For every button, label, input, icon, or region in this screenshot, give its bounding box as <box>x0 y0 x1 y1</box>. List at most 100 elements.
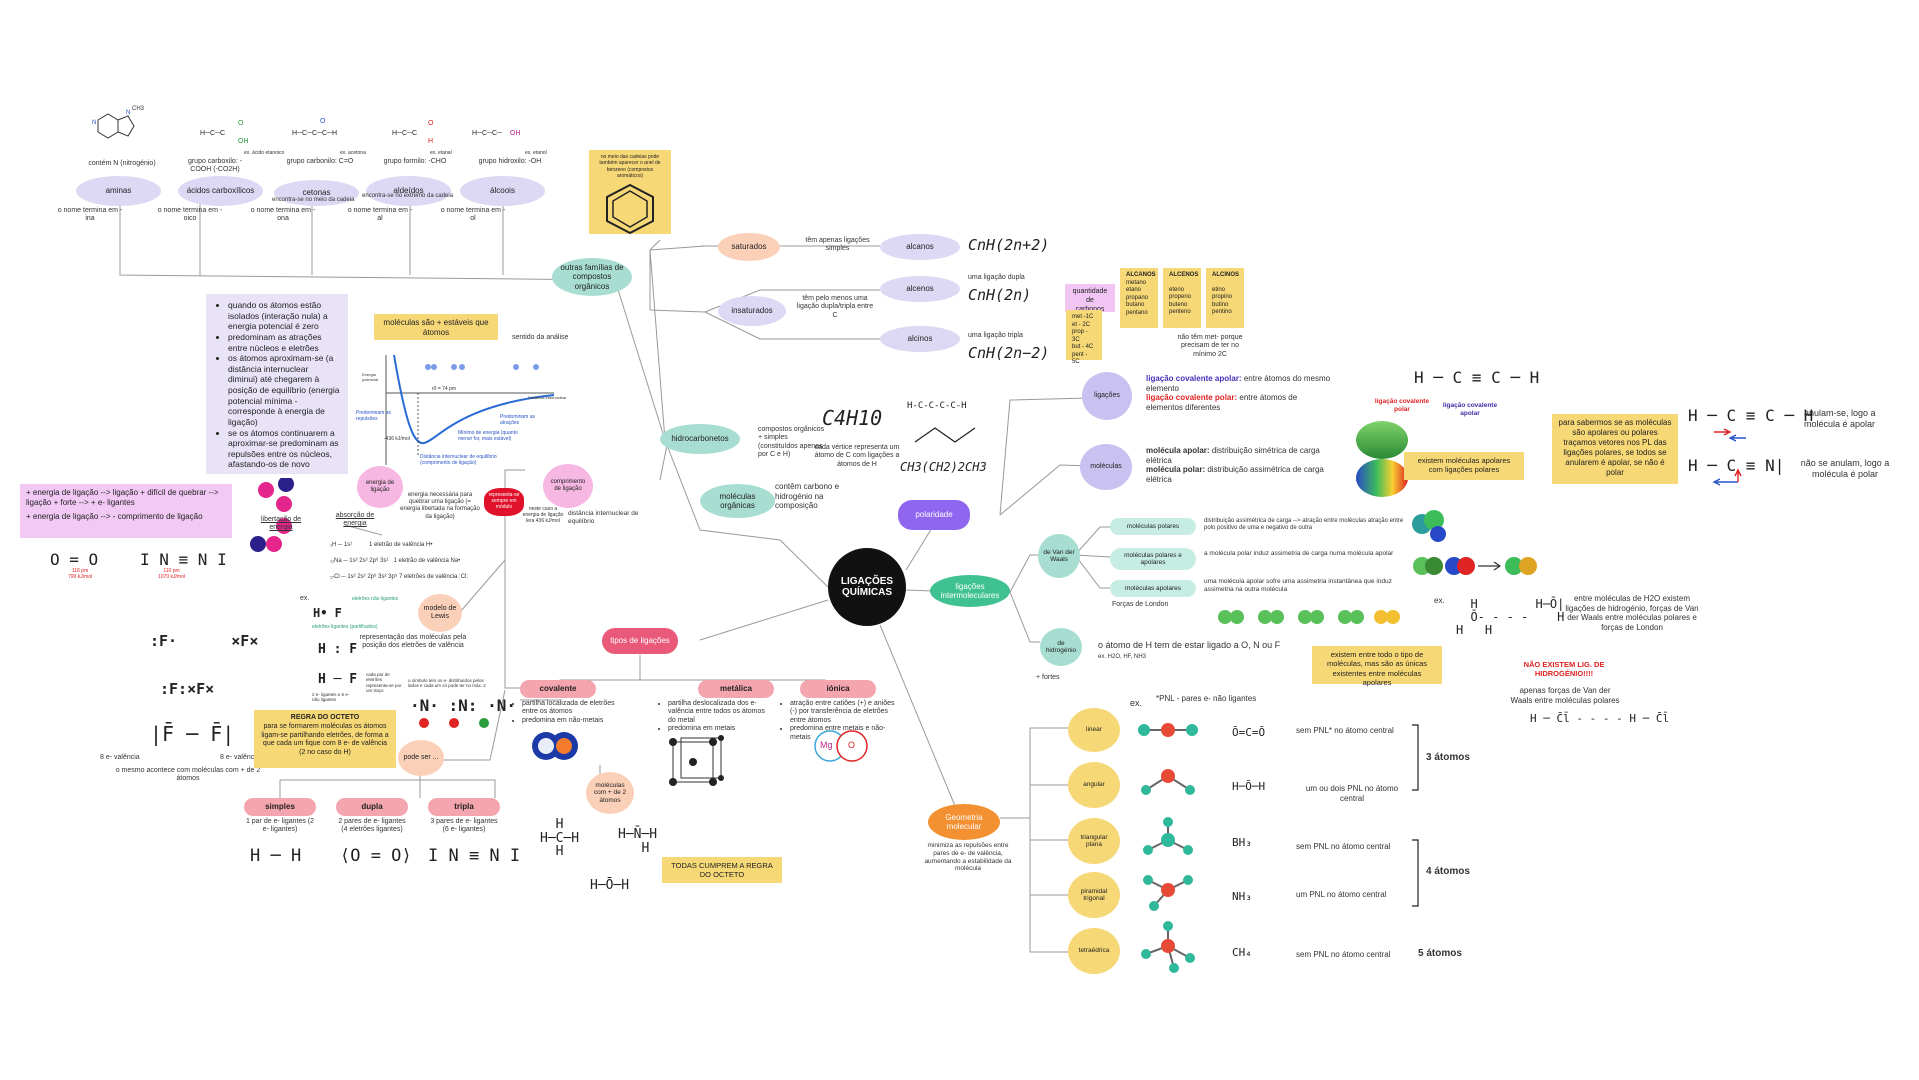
modulo-badge: representa-se sempre em módulo <box>484 488 524 516</box>
svg-text:H─C─C─C─H: H─C─C─C─H <box>292 130 337 137</box>
shape-linear[interactable]: linear <box>1068 708 1120 752</box>
metalica-list: partilha deslocalizada dos e- valência e… <box>658 700 768 734</box>
atom-diagram <box>250 478 294 552</box>
octet-desc: para se formarem moléculas os átomos lig… <box>261 722 389 756</box>
vertex-note: cada vértice representa um átomo de C co… <box>814 444 900 468</box>
aldeidos-ending: o nome termina em -al <box>347 207 413 223</box>
polaridade-node[interactable]: polaridade <box>898 500 970 530</box>
families-hub[interactable]: outras famílias de compostos orgânicos <box>552 258 632 296</box>
alcinos-column: ALCINOS etino propino butino pentino <box>1206 268 1244 328</box>
stable-note: moléculas são + estáveis que átomos <box>374 314 498 340</box>
simples-label: simples <box>265 802 295 812</box>
ionica-node[interactable]: iónica <box>800 680 876 698</box>
family-alcoois[interactable]: álcoois <box>460 176 545 206</box>
lewis-ex: ex. <box>300 595 310 602</box>
acidos-group: grupo carboxilo: -COOH (-CO2H) <box>187 158 243 174</box>
tripla-node[interactable]: tripla <box>428 798 500 816</box>
hid-desc: o átomo de H tem de estar ligado a O, N … <box>1098 640 1281 650</box>
alcenos-column: ALCENOS eteno propeno buteno penteno <box>1163 268 1201 328</box>
shape-formula-tetraedrica: CH₄ <box>1232 946 1252 959</box>
moleculas-2-atomos-node[interactable]: moléculas com + de 2 átomos <box>586 772 634 814</box>
geometria-ex: ex. <box>1130 698 1143 708</box>
pnl-note: *PNL - pares e- não ligantes <box>1156 694 1257 703</box>
nh3-structure: H─N̄─H H <box>618 827 658 856</box>
sentido-analise: sentido da análise <box>512 334 569 341</box>
lewis-model-node[interactable]: modelo de Lewis <box>418 594 462 632</box>
organic-desc: contêm carbono e hidrogénio na composiçã… <box>775 482 840 511</box>
hidrogenio-node[interactable]: de hidrogénio <box>1040 628 1082 666</box>
simples-node[interactable]: simples <box>244 798 316 816</box>
three-atoms: 3 átomos <box>1426 752 1470 763</box>
ligacoes-node[interactable]: ligações <box>1082 372 1132 420</box>
hf-lewis: H• F <box>313 606 342 620</box>
dupla-node[interactable]: dupla <box>336 798 408 816</box>
pode-ser-node[interactable]: pode ser ... <box>398 740 444 776</box>
energia-ligacao-node[interactable]: energia de ligação <box>357 466 403 508</box>
libertacao-label: libertação de energia <box>260 516 302 532</box>
hydrocarbons-node[interactable]: hidrocarbonetos <box>660 424 740 454</box>
graph-min: Mínimo de energia (quanto menor for, mai… <box>458 430 518 442</box>
moleculas-node[interactable]: moléculas <box>1080 444 1132 490</box>
hcch-structure: H ─ C ≡ C ─ H <box>1414 368 1540 387</box>
ma-node[interactable]: moléculas apolares <box>1110 580 1196 597</box>
family-acidos[interactable]: ácidos carboxílicos <box>178 176 263 206</box>
metalica-label: metálica <box>719 684 753 694</box>
benzene-note: no meio das cadeias pode também aparecer… <box>589 150 671 235</box>
insaturados-desc: têm pelo menos uma ligação dupla/tripla … <box>796 295 874 319</box>
organic-molecules-node[interactable]: moléculas orgânicas <box>700 484 775 518</box>
tipos-ligacoes-node[interactable]: tipos de ligações <box>602 628 678 654</box>
mpa-node[interactable]: moléculas polares e apolares <box>1110 548 1196 570</box>
ionica-item: atração entre catiões (+) e aniões (-) p… <box>790 700 900 725</box>
family-label: cetonas <box>302 188 331 198</box>
octet-title: REGRA DO OCTETO <box>290 714 360 721</box>
svg-text:O: O <box>238 120 244 127</box>
ionica-item: predomina entre metais e não-metais <box>790 725 900 742</box>
shape-triangular[interactable]: triangular plana <box>1068 818 1120 864</box>
ma-desc: uma molécula apolar sofre uma assimetria… <box>1204 578 1392 593</box>
dupla-label: dupla <box>361 802 383 812</box>
column-item: pentino <box>1212 309 1232 315</box>
intermolecular-node[interactable]: ligações intermoleculares <box>930 575 1010 607</box>
comprimento-ligacao-node[interactable]: comprimento de ligação <box>543 464 593 508</box>
alcenos-node[interactable]: alcenos <box>880 276 960 302</box>
c4h10-formula: C4H10 <box>822 406 883 430</box>
covalente-node[interactable]: covalente <box>520 680 596 698</box>
van-der-waals-node[interactable]: de Van der Waals <box>1038 534 1080 578</box>
svg-text:CH3: CH3 <box>132 106 145 112</box>
hid-ex: ex. H2O, HF, NH3 <box>1098 654 1147 660</box>
metalica-node[interactable]: metálica <box>698 680 774 698</box>
column-item: propeno <box>1169 294 1192 300</box>
covalente-list: partilha localizada de eletrões entre os… <box>512 700 622 725</box>
hcn-vector: H ─ C ≡ N| <box>1688 456 1785 475</box>
alcanos-node[interactable]: alcanos <box>880 234 960 260</box>
hf-lewis-2: H : F <box>318 642 358 657</box>
dupla-desc: 2 pares de e- ligantes (4 eletrões ligan… <box>338 818 406 834</box>
shape-label: piramidal trigonal <box>1080 887 1108 902</box>
center-node[interactable]: LIGAÇÕES QUÍMICAS <box>828 548 906 626</box>
absorcao-label: absorção de energia <box>335 512 375 528</box>
family-cetonas[interactable]: cetonas <box>274 180 359 206</box>
nao-ligantes-label: eletrões não ligantes <box>352 596 399 602</box>
shape-angular[interactable]: angular <box>1068 762 1120 808</box>
simbolo-note: o símbolo tem os e- distribuídos pelos l… <box>408 678 486 689</box>
alcinos-node[interactable]: alcinos <box>880 326 960 352</box>
shape-tetraedrica[interactable]: tetraédrica <box>1068 928 1120 974</box>
lewis-check-icons <box>419 718 489 728</box>
insaturados-node[interactable]: insaturados <box>718 296 786 326</box>
column-title: ALCENOS <box>1169 272 1199 278</box>
mp-node[interactable]: moléculas polares <box>1110 518 1196 535</box>
alcinos-formula: CnH(2n−2) <box>968 344 1050 362</box>
column-item: pentano <box>1126 309 1148 316</box>
benzene-note-text: no meio das cadeias pode também aparecer… <box>599 154 661 179</box>
family-aminas[interactable]: aminas <box>76 176 161 206</box>
aminas-ending: o nome termina em -ina <box>57 207 123 223</box>
existem-apolares: existem moléculas apolares com ligações … <box>1404 452 1524 480</box>
existem-entre: existem entre todo o tipo de moléculas, … <box>1312 646 1442 687</box>
geometria-node[interactable]: Geometria molecular <box>928 804 1000 840</box>
organic-label: moléculas orgânicas <box>719 491 756 510</box>
cetonas-where: encontra-se no meio da cadeia <box>272 197 355 203</box>
shape-piramidal[interactable]: piramidal trigonal <box>1068 872 1120 918</box>
mol-apolar-title: molécula apolar: <box>1146 446 1210 455</box>
saturados-node[interactable]: saturados <box>718 233 780 261</box>
family-aldeidos[interactable]: aldeídos <box>366 176 451 206</box>
